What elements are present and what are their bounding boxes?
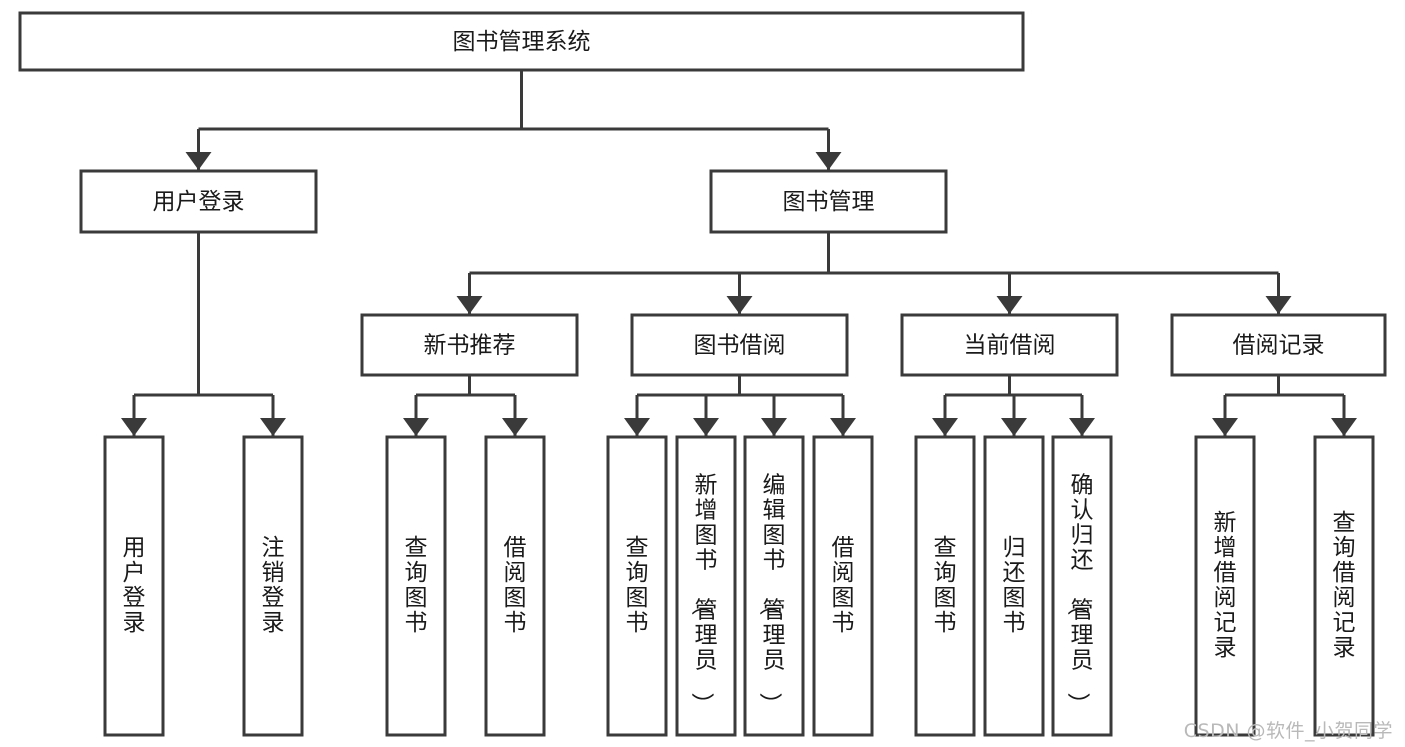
node-label: 查询图书	[626, 535, 649, 636]
node-box	[743, 435, 805, 737]
node-box	[1194, 435, 1256, 737]
arrow-head-icon	[996, 296, 1023, 314]
node-box	[709, 169, 948, 234]
node-label: 新书推荐	[424, 333, 516, 359]
node-leaf-borrow-book-1[interactable]: 借阅图书	[484, 435, 546, 737]
node-book-borrow[interactable]: 图书借阅	[630, 313, 849, 377]
arrow-head-icon	[693, 418, 719, 436]
node-leaf-return-book[interactable]: 归还图书	[983, 435, 1045, 737]
arrow-head-icon	[726, 296, 753, 314]
node-label: 图书管理系统	[453, 29, 591, 55]
node-leaf-query-book-2[interactable]: 查询图书	[606, 435, 668, 737]
arrow-head-icon	[1265, 296, 1292, 314]
node-leaf-confirm-return[interactable]: 确认归还（管理员）	[1051, 435, 1113, 737]
node-label: 编辑图书（管理员）	[757, 473, 786, 716]
nodes-layer: 图书管理系统用户登录图书管理新书推荐图书借阅当前借阅借阅记录用户登录注销登录查询…	[18, 11, 1387, 737]
node-box	[900, 313, 1119, 377]
node-leaf-user-login[interactable]: 用户登录	[103, 435, 165, 737]
node-label: 借阅图书	[504, 535, 527, 636]
edge-group	[624, 375, 856, 436]
edge-group	[121, 232, 286, 436]
node-label: 查询图书	[405, 535, 428, 636]
node-box	[242, 435, 304, 737]
arrow-head-icon	[1001, 418, 1027, 436]
arrow-head-icon	[761, 418, 787, 436]
node-leaf-edit-book[interactable]: 编辑图书（管理员）	[743, 435, 805, 737]
edge-group	[1212, 375, 1357, 436]
node-box	[1170, 313, 1387, 377]
node-box	[385, 435, 447, 737]
node-box	[79, 169, 318, 234]
node-label: 图书借阅	[694, 333, 786, 359]
node-label: 新增借阅记录	[1214, 510, 1237, 661]
node-box	[983, 435, 1045, 737]
node-label: 借阅图书	[832, 535, 855, 636]
node-leaf-logout[interactable]: 注销登录	[242, 435, 304, 737]
node-leaf-query-record[interactable]: 查询借阅记录	[1313, 435, 1375, 737]
arrow-head-icon	[815, 152, 842, 170]
node-box	[360, 313, 579, 377]
edges-layer	[121, 70, 1357, 436]
node-label: 图书管理	[783, 189, 875, 215]
node-box	[484, 435, 546, 737]
node-box	[1313, 435, 1375, 737]
node-label: 新增图书（管理员）	[689, 473, 718, 716]
node-label: 用户登录	[123, 535, 146, 636]
edge-group	[403, 375, 528, 436]
node-label: 用户登录	[153, 189, 245, 215]
node-box	[103, 435, 165, 737]
node-label: 借阅记录	[1233, 333, 1325, 359]
node-box	[812, 435, 874, 737]
arrow-head-icon	[1069, 418, 1095, 436]
node-current-borrow[interactable]: 当前借阅	[900, 313, 1119, 377]
arrow-head-icon	[121, 418, 147, 436]
node-new-book-rec[interactable]: 新书推荐	[360, 313, 579, 377]
edge-group	[932, 375, 1095, 436]
node-box	[675, 435, 737, 737]
node-root[interactable]: 图书管理系统	[18, 11, 1025, 72]
arrow-head-icon	[1212, 418, 1238, 436]
arrow-head-icon	[260, 418, 286, 436]
node-label: 确认归还（管理员）	[1065, 473, 1094, 716]
node-label: 归还图书	[1003, 535, 1026, 636]
node-box	[914, 435, 976, 737]
edge-group	[456, 232, 1292, 314]
arrow-head-icon	[185, 152, 212, 170]
arrow-head-icon	[1331, 418, 1357, 436]
node-label: 查询图书	[934, 535, 957, 636]
arrow-head-icon	[403, 418, 429, 436]
node-box	[1051, 435, 1113, 737]
arrow-head-icon	[502, 418, 528, 436]
node-leaf-add-book[interactable]: 新增图书（管理员）	[675, 435, 737, 737]
node-box	[606, 435, 668, 737]
node-leaf-add-record[interactable]: 新增借阅记录	[1194, 435, 1256, 737]
node-leaf-query-book-3[interactable]: 查询图书	[914, 435, 976, 737]
arrow-head-icon	[932, 418, 958, 436]
node-book-manage[interactable]: 图书管理	[709, 169, 948, 234]
edge-group	[185, 70, 842, 170]
arrow-head-icon	[830, 418, 856, 436]
node-label: 注销登录	[262, 535, 285, 636]
node-leaf-query-book-1[interactable]: 查询图书	[385, 435, 447, 737]
node-user-login[interactable]: 用户登录	[79, 169, 318, 234]
node-leaf-borrow-book-2[interactable]: 借阅图书	[812, 435, 874, 737]
node-borrow-record[interactable]: 借阅记录	[1170, 313, 1387, 377]
node-box	[630, 313, 849, 377]
node-box	[18, 11, 1025, 72]
node-label: 当前借阅	[964, 333, 1056, 359]
arrow-head-icon	[624, 418, 650, 436]
arrow-head-icon	[456, 296, 483, 314]
node-label: 查询借阅记录	[1333, 510, 1356, 661]
